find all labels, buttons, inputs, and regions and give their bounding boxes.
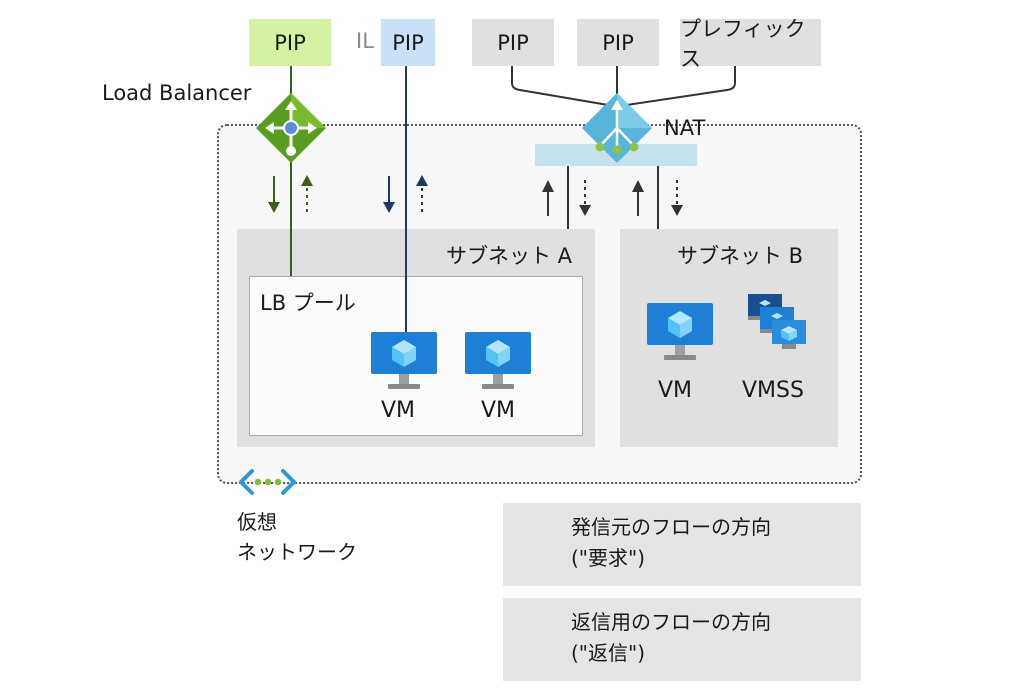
legend-outbound-line2: ("要求") [571,546,646,570]
il-reply-arrow [416,175,428,213]
lb-request-arrow [268,176,280,213]
nat-public-ip-1: PIP [472,19,554,66]
instance-level-label: IL [356,29,374,53]
virtual-network-icon [239,469,296,495]
load-balancer-label: Load Balancer [102,81,252,105]
load-balancer-icon [256,93,326,163]
vmss-label: VMSS [742,378,804,403]
nat-pip-2-label: PIP [602,30,634,55]
legend-return-line2: ("返信") [571,641,646,665]
nat-label: NAT [664,116,706,140]
vmss-icon [748,294,806,349]
nat-public-ip-2: PIP [577,19,659,66]
instance-level-public-ip: PIP [381,19,435,66]
lb-pool-label: LB プール [260,291,356,315]
legend-return [503,598,861,681]
vnet-label-line2: ネットワーク [237,540,357,564]
nat-b-reply-arrow [671,180,683,216]
nat-a-request-arrow [542,180,554,216]
vm-icon [371,332,437,389]
nat-public-ip-prefix: プレフィックス [680,17,821,71]
nat-gateway-icon [582,93,652,163]
il-request-arrow [383,176,395,213]
nat-prefix-connector [619,66,736,107]
subnet-b-label: サブネット B [677,244,804,268]
lb-public-ip: PIP [249,19,331,66]
vm-icon [647,303,713,360]
legend-return-line1: 返信用のフローの方向 [571,610,771,634]
lb-pip-label: PIP [274,30,306,55]
nat-pip-1-label: PIP [497,30,529,55]
legend-outbound-line1: 発信元のフローの方向 [571,515,771,539]
nat-b-request-arrow [632,180,644,216]
vm-label-1: VM [381,398,416,423]
vm-icon [465,332,531,389]
nat-pip-1-connector [511,66,615,107]
il-pip-label: PIP [392,30,424,55]
vm-label-3: VM [658,378,693,403]
legend-outbound [503,503,861,586]
subnet-a-label: サブネット A [446,244,573,268]
vm-label-2: VM [481,398,516,423]
vnet-label-line1: 仮想 [237,510,277,534]
lb-reply-arrow [301,175,313,213]
nat-a-reply-arrow [579,180,591,216]
nat-prefix-label: プレフィックス [680,16,806,71]
